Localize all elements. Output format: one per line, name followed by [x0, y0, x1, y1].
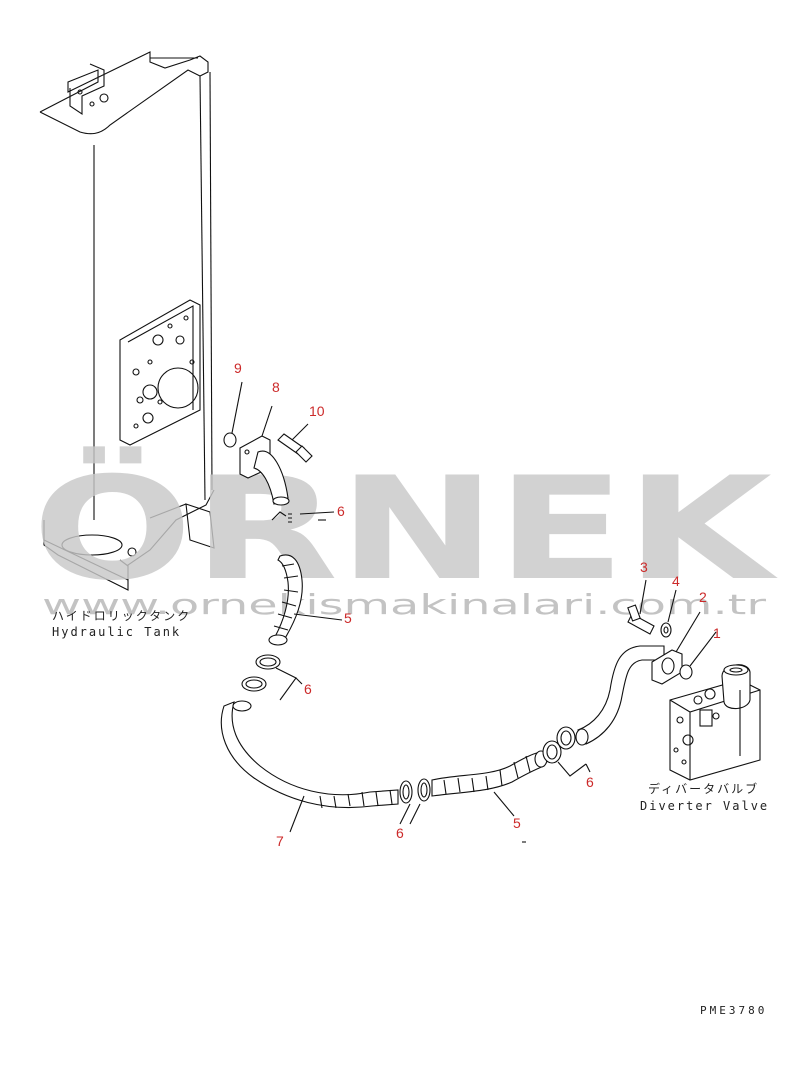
callout-6-bottom: 6	[396, 825, 404, 841]
callout-9: 9	[234, 360, 242, 376]
callout-2: 2	[699, 589, 707, 605]
hydraulic-tank-label-jp: ハイドロリックタンク	[52, 609, 191, 623]
callout-5-upper: 5	[344, 610, 352, 626]
callout-5-lower: 5	[513, 815, 521, 831]
bolt-3	[627, 579, 655, 635]
diverter-valve-label-en: Diverter Valve	[640, 799, 769, 813]
watermark-url: www.ornekismakinalari.com.tr	[42, 588, 767, 621]
o-ring-9	[223, 381, 243, 448]
callout-6-right: 6	[586, 774, 594, 790]
callout-7: 7	[276, 833, 284, 849]
callout-3: 3	[640, 559, 648, 575]
hose-7	[220, 700, 399, 833]
hose-5-upper	[268, 554, 343, 646]
elbow-flange-8	[239, 405, 290, 506]
clamps-6-right	[542, 726, 591, 777]
watermark-brand: ÖRNEK	[32, 445, 779, 612]
callout-8: 8	[272, 379, 280, 395]
o-ring-1	[679, 631, 717, 680]
hose-5-lower	[431, 750, 548, 843]
clamp-6-top	[271, 511, 335, 523]
diverter-valve-label-jp: ディバータバルブ	[648, 781, 759, 796]
bolt-10	[277, 423, 313, 463]
clamps-6-left	[241, 654, 303, 701]
clamps-6-bottom	[399, 778, 431, 825]
callout-1: 1	[713, 625, 721, 641]
callout-4: 4	[672, 573, 680, 589]
callout-6-left: 6	[304, 681, 312, 697]
diverter-valve	[669, 664, 761, 781]
washer-4	[660, 589, 677, 638]
flange-2	[651, 611, 701, 685]
callout-10: 10	[309, 403, 325, 419]
pipe-to-valve	[575, 645, 665, 746]
hydraulic-tank-label-en: Hydraulic Tank	[52, 625, 181, 639]
drawing-code: PME3780	[700, 1004, 767, 1017]
hydraulic-tank	[39, 51, 215, 591]
tank-flange-plate	[119, 299, 201, 446]
callout-6-top: 6	[337, 503, 345, 519]
watermark: ÖRNEK www.ornekismakinalari.com.tr	[32, 445, 779, 621]
